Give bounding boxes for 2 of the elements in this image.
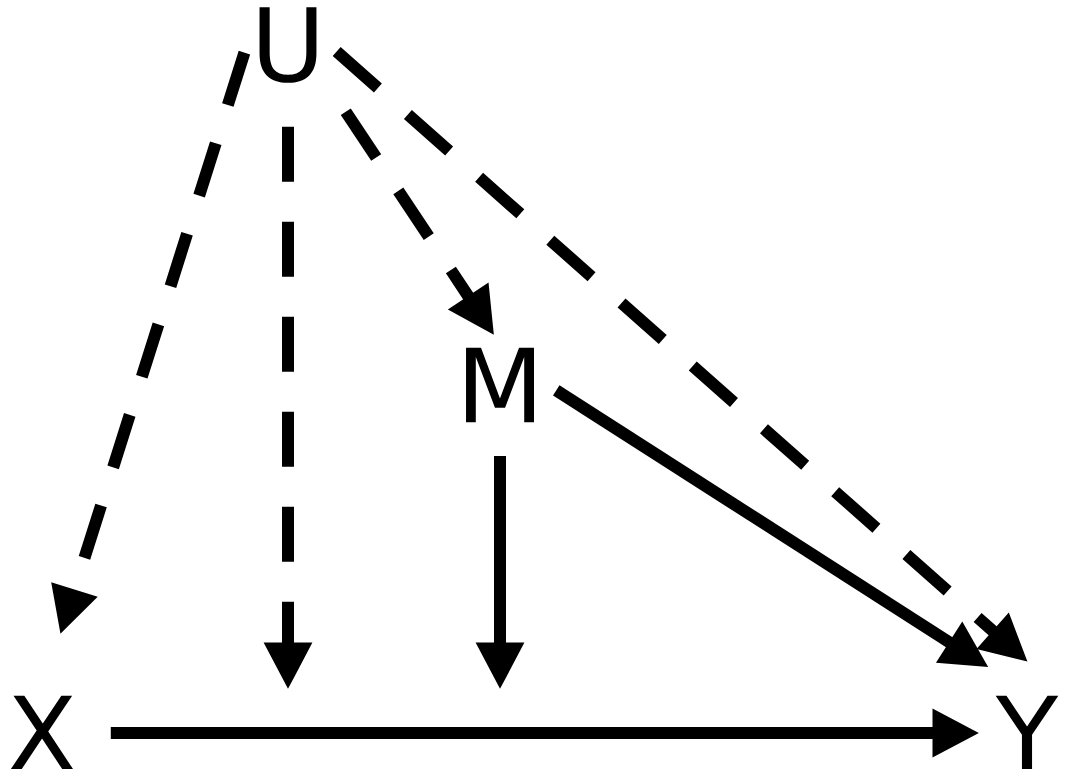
node-label: M xyxy=(466,347,534,423)
node-label: U xyxy=(259,7,317,83)
